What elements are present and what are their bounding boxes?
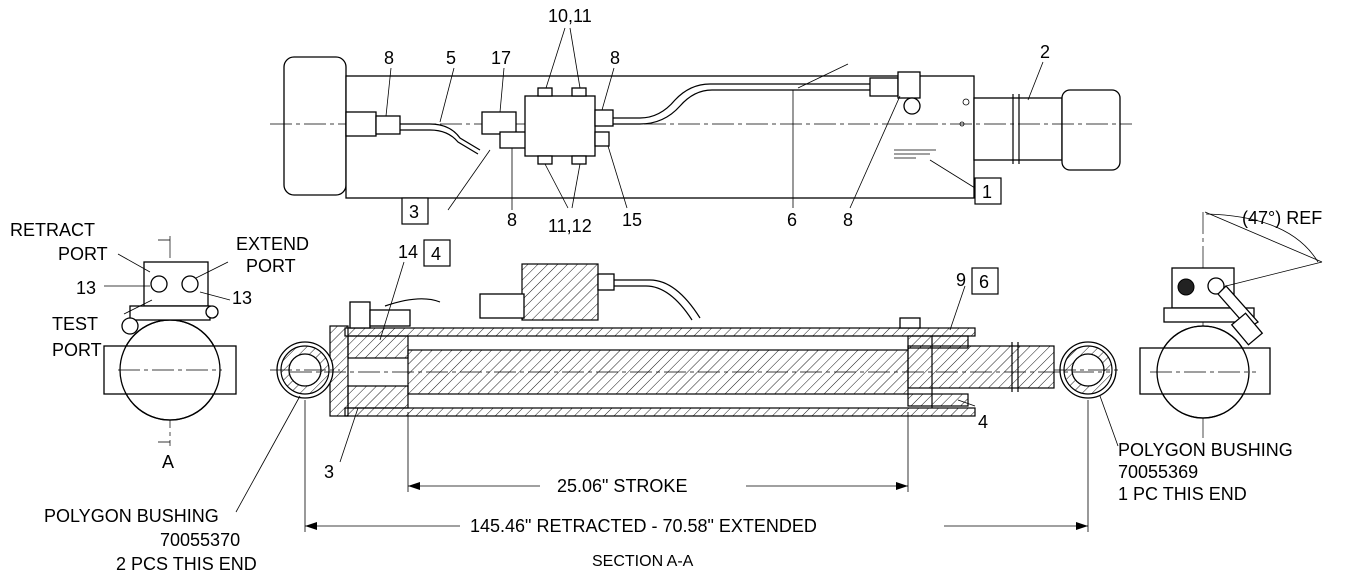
callout-14: 14 [398, 242, 418, 262]
section-view [270, 263, 1122, 417]
right-bushing-qty: 1 PC THIS END [1118, 484, 1247, 504]
length-dimension: 145.46" RETRACTED - 70.58" EXTENDED [470, 516, 817, 536]
callout-8b: 8 [610, 48, 620, 68]
section-title: SECTION A-A [592, 553, 694, 570]
angle-ref: (47°) REF [1242, 208, 1322, 228]
callout-9: 9 [956, 270, 966, 290]
section-mark-a: A [162, 452, 174, 472]
callout-8a: 8 [384, 48, 394, 68]
callout-8c: 8 [507, 210, 517, 230]
left-leaders [104, 253, 231, 315]
name-plate [894, 149, 936, 159]
left-end-view [103, 236, 237, 446]
retract-label: RETRACT [10, 220, 95, 240]
rod [973, 97, 1063, 161]
retract-port-label: PORT [58, 244, 108, 264]
left-bushing-pn: 70055370 [160, 530, 240, 550]
callout-11-12: 11,12 [548, 216, 592, 236]
callout-13a: 13 [76, 278, 96, 298]
callout-10-11: 10,11 [548, 6, 592, 26]
section-leaders [235, 261, 1119, 513]
callout-13b: 13 [232, 288, 252, 308]
callout-4: 4 [978, 412, 988, 432]
callout-4-box: 4 [431, 244, 441, 264]
valve-block [524, 95, 596, 157]
test-label: TEST [52, 314, 98, 334]
top-view [270, 56, 1132, 199]
callout-5: 5 [446, 48, 456, 68]
callout-3: 3 [324, 462, 334, 482]
right-bushing-name: POLYGON BUSHING [1118, 440, 1293, 460]
extend-port-label: PORT [246, 256, 296, 276]
test-port-label: PORT [52, 340, 102, 360]
callout-8d: 8 [843, 210, 853, 230]
right-bushing-pn: 70055369 [1118, 462, 1198, 482]
stroke-dimension: 25.06" STROKE [557, 476, 687, 496]
callout-3-box: 3 [409, 202, 419, 222]
left-bushing-name: POLYGON BUSHING [44, 506, 219, 526]
right-end-view [1139, 211, 1323, 446]
callout-6-box: 6 [979, 272, 989, 292]
dimensions [304, 400, 1089, 532]
callout-1-box: 1 [982, 182, 992, 202]
rod-end-cap [283, 56, 347, 196]
extend-label: EXTEND [236, 234, 309, 254]
callout-2: 2 [1040, 42, 1050, 62]
left-bushing-qty: 2 PCS THIS END [116, 554, 257, 574]
rod-eye [1061, 89, 1121, 171]
callout-17: 17 [491, 48, 511, 68]
top-leaders [385, 27, 1044, 211]
callout-15: 15 [622, 210, 642, 230]
callout-6: 6 [787, 210, 797, 230]
barrel [345, 75, 975, 199]
